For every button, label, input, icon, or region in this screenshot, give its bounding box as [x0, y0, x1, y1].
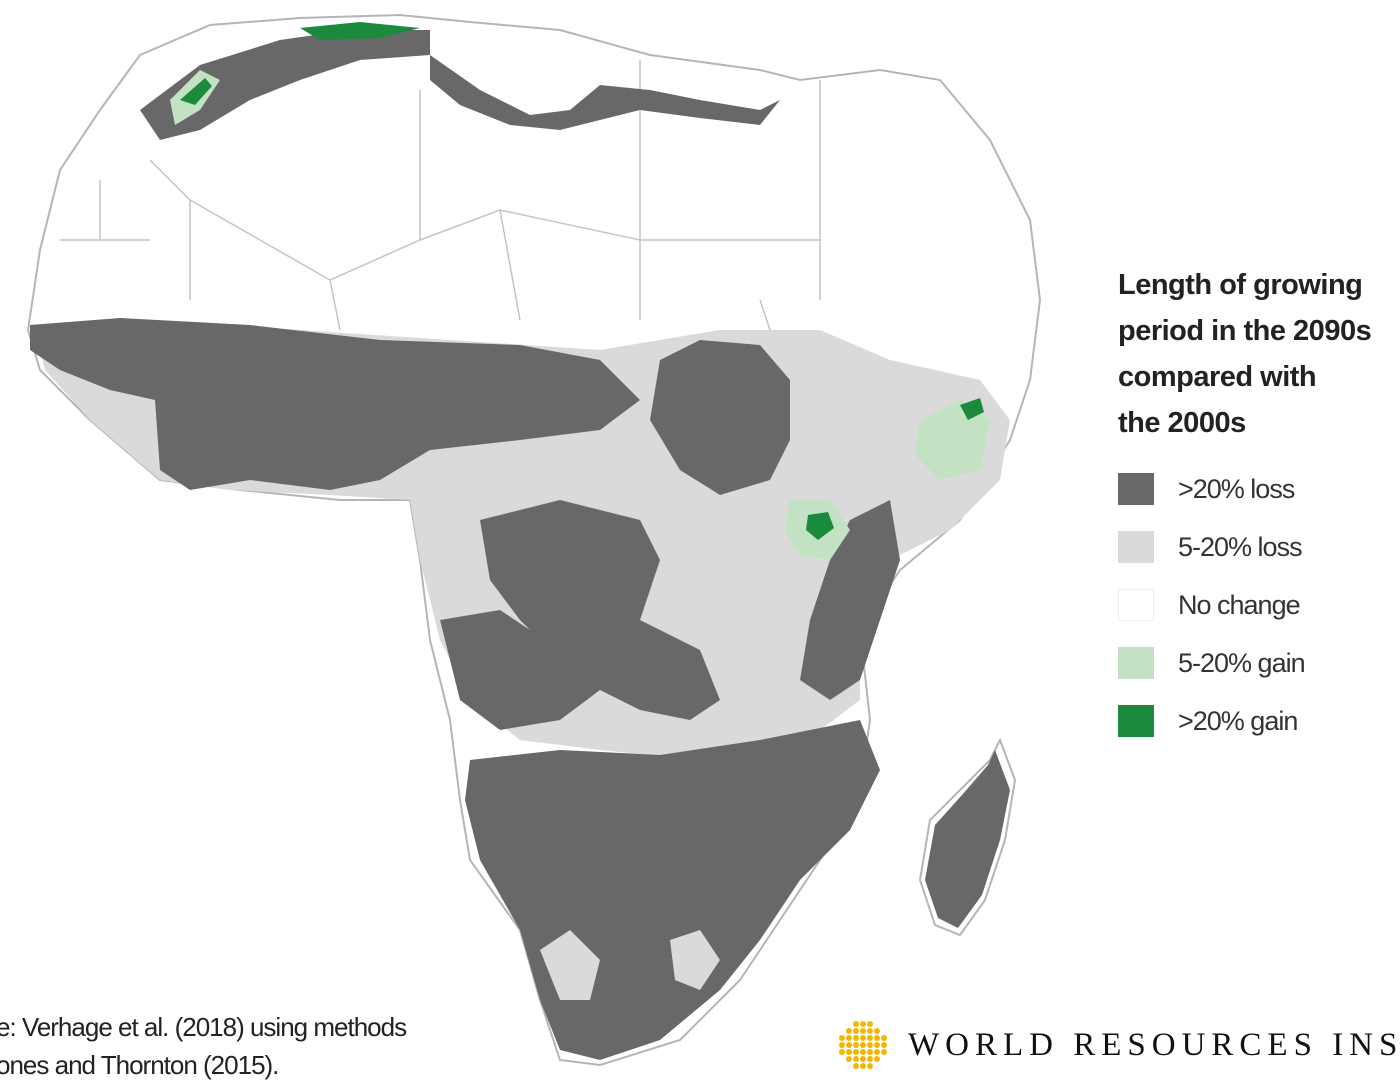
wri-logo-dot	[853, 1049, 859, 1055]
source-note: e: Verhage et al. (2018) using methods o…	[0, 1008, 407, 1084]
legend-label: >20% gain	[1178, 705, 1298, 736]
wri-logo-dot	[874, 1049, 880, 1055]
loss-high-north-coast-east	[430, 55, 780, 130]
legend-title-line: period in the 2090s	[1118, 315, 1372, 347]
wri-logo-dot	[860, 1056, 866, 1062]
wri-logo-dot	[853, 1028, 859, 1034]
wri-logo-dot	[881, 1035, 887, 1041]
wri-branding: WORLD RESOURCES INSTI	[834, 1016, 1400, 1074]
wri-logo-dot	[860, 1063, 866, 1069]
wri-logo-dot	[867, 1028, 873, 1034]
wri-logo-dot	[881, 1042, 887, 1048]
legend-label: 5-20% loss	[1178, 531, 1303, 562]
legend-swatch	[1118, 473, 1154, 505]
legend-label: 5-20% gain	[1178, 647, 1306, 678]
wri-logo-dot	[860, 1028, 866, 1034]
wri-logo-dot	[839, 1035, 845, 1041]
legend-title-line: Length of growing	[1118, 269, 1363, 301]
loss-high-madagascar	[925, 750, 1010, 928]
loss-high-southern-africa	[465, 720, 880, 1060]
africa-map	[26, 13, 1042, 1067]
wri-logo-icon	[839, 1021, 887, 1069]
wri-logo-dot	[846, 1028, 852, 1034]
wri-logo-dot	[846, 1049, 852, 1055]
legend-title: Length of growing period in the 2090s co…	[1118, 262, 1398, 446]
wri-logo-dot	[867, 1021, 873, 1027]
wri-logo-dot	[846, 1056, 852, 1062]
legend-title-line: compared with	[1118, 361, 1317, 393]
wri-logo-dot	[874, 1056, 880, 1062]
wri-logo-dot	[860, 1042, 866, 1048]
legend-title-line: the 2000s	[1118, 407, 1246, 439]
wri-logo-dot	[860, 1049, 866, 1055]
wri-logo-dot	[839, 1042, 845, 1048]
wri-logo-dot	[874, 1042, 880, 1048]
wri-logo-dot	[867, 1049, 873, 1055]
wri-logo-dot	[867, 1056, 873, 1062]
legend-items: >20% loss 5-20% loss No change 5-20% gai…	[1118, 460, 1398, 750]
wri-logo-dot	[867, 1042, 873, 1048]
source-line: ones and Thornton (2015).	[0, 1050, 279, 1080]
legend-swatch	[1118, 531, 1154, 563]
legend-item-gain-moderate: 5-20% gain	[1118, 634, 1398, 692]
wri-logo-dot	[867, 1063, 873, 1069]
loss-moderate-southwest	[540, 930, 600, 1000]
loss-high-angola-drc	[440, 610, 600, 730]
wri-logo-dot	[853, 1021, 859, 1027]
map-legend: Length of growing period in the 2090s co…	[1118, 262, 1398, 750]
legend-swatch	[1118, 589, 1154, 621]
wri-logo-dot	[860, 1035, 866, 1041]
source-line: e: Verhage et al. (2018) using methods	[0, 1012, 407, 1042]
wri-logo-dot	[846, 1035, 852, 1041]
wri-logo-dot	[874, 1028, 880, 1034]
legend-swatch	[1118, 647, 1154, 679]
wri-logo-dot	[860, 1021, 866, 1027]
wri-logo-dot	[853, 1042, 859, 1048]
wri-logo-dot	[867, 1035, 873, 1041]
wri-logo-dot	[846, 1042, 852, 1048]
loss-moderate-southern-pocket	[670, 930, 720, 990]
legend-label: >20% loss	[1178, 473, 1295, 504]
legend-item-gain-high: >20% gain	[1118, 692, 1398, 750]
wri-logo-dot	[839, 1049, 845, 1055]
wri-logo-dot	[881, 1049, 887, 1055]
gain-areas	[170, 22, 990, 560]
wri-logo-dot	[853, 1063, 859, 1069]
organization-name: WORLD RESOURCES INSTI	[908, 1026, 1400, 1063]
wri-logo-dot	[853, 1035, 859, 1041]
wri-logo-dot	[853, 1056, 859, 1062]
loss-high-east-africa	[800, 500, 900, 700]
legend-item-no-change: No change	[1118, 576, 1398, 634]
legend-item-loss-high: >20% loss	[1118, 460, 1398, 518]
loss-high-chad-sudan	[650, 340, 790, 495]
legend-label: No change	[1178, 589, 1301, 620]
wri-logo-dot	[874, 1035, 880, 1041]
legend-swatch	[1118, 705, 1154, 737]
legend-item-loss-moderate: 5-20% loss	[1118, 518, 1398, 576]
loss-high-north-coast	[140, 30, 430, 140]
loss-high-sahel	[30, 318, 640, 490]
loss-high-central	[480, 500, 720, 720]
